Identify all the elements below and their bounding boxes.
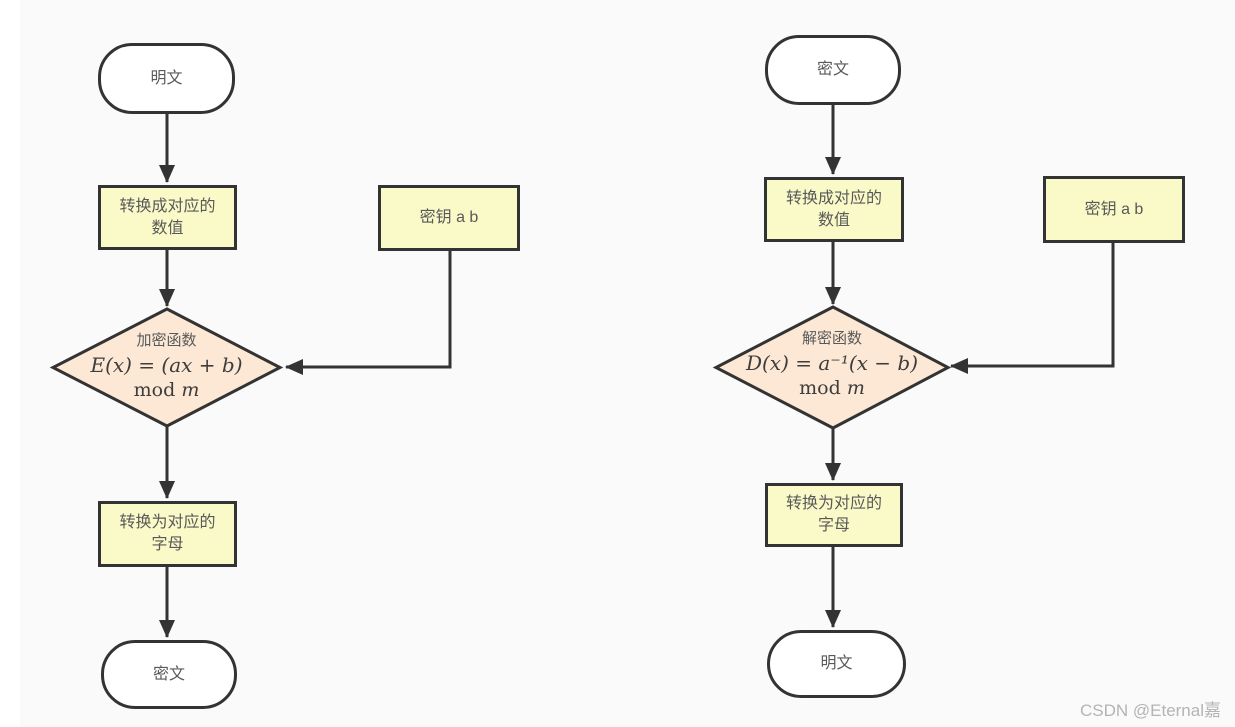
- encrypt-to-number-line2: 数值: [151, 219, 184, 237]
- decrypt-to-number-label: 转换成对应的 数值: [786, 188, 882, 231]
- encrypt-key-node: 密钥 a b: [378, 185, 520, 251]
- decrypt-function-title: 解密函数: [801, 330, 862, 348]
- encrypt-function-title: 加密函数: [136, 332, 197, 350]
- encrypt-key-label: 密钥 a b: [419, 209, 479, 227]
- decrypt-to-number-node: 转换成对应的 数值: [764, 177, 904, 242]
- decrypt-to-number-line2: 数值: [817, 211, 850, 229]
- encrypt-to-number-line1: 转换成对应的: [119, 197, 216, 215]
- connector-encrypt-key-to-function: [285, 251, 452, 375]
- decrypt-function-text: 解密函数 D(x) = a⁻¹(x − b) mod m: [702, 318, 962, 413]
- encrypt-end-node: 密文: [101, 640, 237, 709]
- encrypt-to-letter-label: 转换为对应的 字母: [119, 512, 215, 555]
- connector-decrypt-key-to-function: [950, 243, 1115, 374]
- decrypt-key-node: 密钥 a b: [1043, 176, 1185, 243]
- decrypt-start-label: 密文: [816, 61, 849, 79]
- encrypt-function-diamond: [49, 307, 284, 428]
- decrypt-function-formula: D(x) = a⁻¹(x − b): [745, 351, 919, 376]
- encrypt-to-letter-line1: 转换为对应的: [119, 514, 216, 532]
- decrypt-to-letter-line2: 字母: [817, 517, 850, 534]
- encrypt-end-label: 密文: [152, 665, 185, 683]
- encrypt-function-mod-line: mod m: [134, 378, 200, 403]
- encrypt-function-formula: E(x) = (ax + b): [90, 353, 243, 378]
- decrypt-start-node: 密文: [765, 35, 901, 105]
- decrypt-to-number-line1: 转换成对应的: [785, 189, 882, 207]
- decrypt-to-letter-label: 转换为对应的 字母: [786, 493, 882, 536]
- mod-keyword: mod: [133, 379, 176, 402]
- encrypt-to-letter-node: 转换为对应的 字母: [98, 501, 237, 567]
- decrypt-function-diamond: [712, 305, 952, 430]
- mod-variable: m: [181, 379, 200, 402]
- decrypt-end-node: 明文: [767, 630, 906, 698]
- decrypt-to-letter-node: 转换为对应的 字母: [765, 483, 903, 547]
- encrypt-start-node: 明文: [98, 43, 235, 114]
- encrypt-to-number-label: 转换成对应的 数值: [119, 196, 215, 239]
- mod-keyword: mod: [799, 377, 841, 400]
- decrypt-function-mod-line: mod m: [799, 376, 865, 401]
- mod-variable: m: [846, 377, 865, 400]
- watermark: CSDN @Eternal嘉: [1079, 701, 1221, 720]
- encrypt-to-letter-line2: 字母: [151, 536, 184, 553]
- encrypt-to-number-node: 转换成对应的 数值: [98, 185, 237, 250]
- encrypt-start-label: 明文: [150, 69, 183, 87]
- decrypt-end-label: 明文: [820, 655, 853, 673]
- encrypt-function-text: 加密函数 E(x) = (ax + b) mod m: [56, 320, 277, 415]
- decrypt-key-label: 密钥 a b: [1084, 200, 1144, 218]
- decrypt-to-letter-line1: 转换为对应的: [785, 495, 882, 513]
- page-left-margin: [0, 0, 20, 727]
